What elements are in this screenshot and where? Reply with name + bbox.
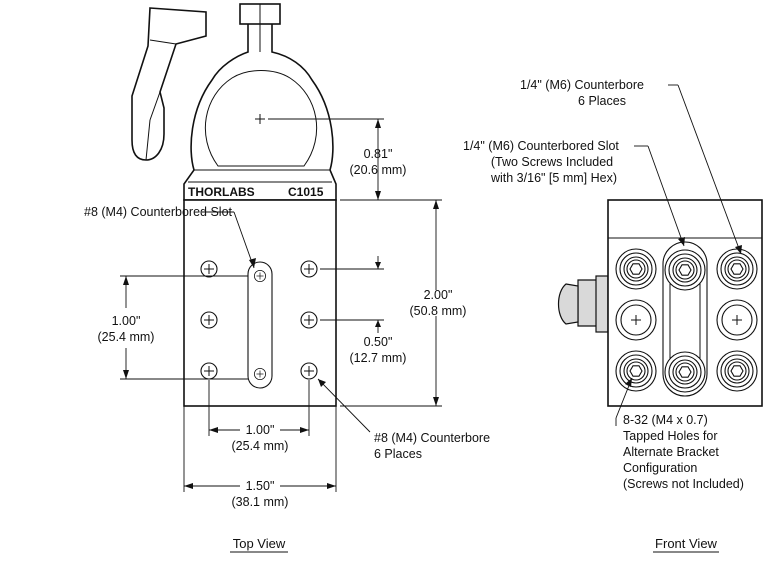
counterbore-hole (200, 311, 218, 329)
top-view: THORLABS C1015 0.81" (20.6 mm) (84, 3, 490, 553)
slot-screw (664, 351, 706, 393)
dim-height: 2.00" (50.8 mm) (340, 199, 467, 407)
clamp-lever (131, 7, 207, 161)
counterbore-hole (200, 362, 218, 380)
svg-text:1.50": 1.50" (246, 479, 275, 493)
slot-bottom-hole (254, 368, 266, 380)
part-number: C1015 (288, 185, 324, 199)
front-tapped-hole (716, 299, 758, 341)
svg-text:6 Places: 6 Places (578, 94, 626, 108)
mounting-slot (247, 261, 273, 389)
front-counterbore-hole (716, 248, 758, 290)
counterbore-callout: #8 (M4) Counterbore 6 Places (317, 378, 490, 461)
counterbore-hole (300, 311, 318, 329)
svg-text:(12.7 mm): (12.7 mm) (350, 351, 407, 365)
slot-screw (664, 249, 706, 291)
svg-text:#8 (M4) Counterbore: #8 (M4) Counterbore (374, 431, 490, 445)
front-counterbore-hole (615, 248, 657, 290)
svg-text:6 Places: 6 Places (374, 447, 422, 461)
svg-text:(Screws not Included): (Screws not Included) (623, 477, 744, 491)
svg-text:with 3/16" [5 mm] Hex): with 3/16" [5 mm] Hex) (490, 171, 617, 185)
svg-text:1/4" (M6) Counterbored Slot: 1/4" (M6) Counterbored Slot (463, 139, 619, 153)
svg-text:Alternate Bracket: Alternate Bracket (623, 445, 719, 459)
counterbore-hole (300, 362, 318, 380)
svg-text:2.00": 2.00" (424, 288, 453, 302)
svg-text:1.00": 1.00" (112, 314, 141, 328)
counterbore-hole (200, 260, 218, 278)
front-counterbore-hole (615, 350, 657, 392)
svg-text:(50.8 mm): (50.8 mm) (410, 304, 467, 318)
svg-text:0.50": 0.50" (364, 335, 393, 349)
svg-text:(38.1 mm): (38.1 mm) (232, 495, 289, 509)
front-slot-callout: 1/4" (M6) Counterbored Slot (Two Screws … (463, 139, 685, 247)
front-view: 1/4" (M6) Counterbore 6 Places 1/4" (M6)… (463, 78, 763, 553)
svg-text:(25.4 mm): (25.4 mm) (98, 330, 155, 344)
svg-text:Tapped Holes for: Tapped Holes for (623, 429, 718, 443)
slot-top-hole (254, 270, 266, 282)
svg-text:1/4" (M6) Counterbore: 1/4" (M6) Counterbore (520, 78, 644, 92)
svg-text:Configuration: Configuration (623, 461, 697, 475)
svg-text:#8 (M4) Counterbored Slot: #8 (M4) Counterbored Slot (84, 205, 233, 219)
front-tapped-hole (615, 299, 657, 341)
slot-callout: #8 (M4) Counterbored Slot (84, 205, 256, 269)
front-counterbore-callout: 1/4" (M6) Counterbore 6 Places (520, 78, 742, 255)
dim-hole-spacing-vertical: 1.00" (25.4 mm) (98, 275, 248, 380)
front-counterbore-hole (716, 350, 758, 392)
front-tapped-callout: 8-32 (M4 x 0.7) Tapped Holes for Alterna… (615, 377, 744, 491)
brand-logo: THORLABS (188, 185, 255, 199)
dim-hole-offset: 0.50" (12.7 mm) (320, 256, 406, 365)
dim-width: 1.50" (38.1 mm) (183, 406, 337, 509)
svg-text:1.00": 1.00" (246, 423, 275, 437)
front-view-caption: Front View (655, 536, 718, 551)
svg-text:0.81": 0.81" (364, 147, 393, 161)
svg-text:(20.6 mm): (20.6 mm) (350, 163, 407, 177)
svg-text:(25.4 mm): (25.4 mm) (232, 439, 289, 453)
svg-text:8-32 (M4 x 0.7): 8-32 (M4 x 0.7) (623, 413, 708, 427)
counterbore-hole (300, 260, 318, 278)
dim-hole-spacing-horizontal: 1.00" (25.4 mm) (208, 380, 310, 453)
svg-text:(Two Screws Included: (Two Screws Included (491, 155, 613, 169)
dim-clamp-offset: 0.81" (20.6 mm) (268, 118, 407, 201)
top-view-caption: Top View (233, 536, 286, 551)
